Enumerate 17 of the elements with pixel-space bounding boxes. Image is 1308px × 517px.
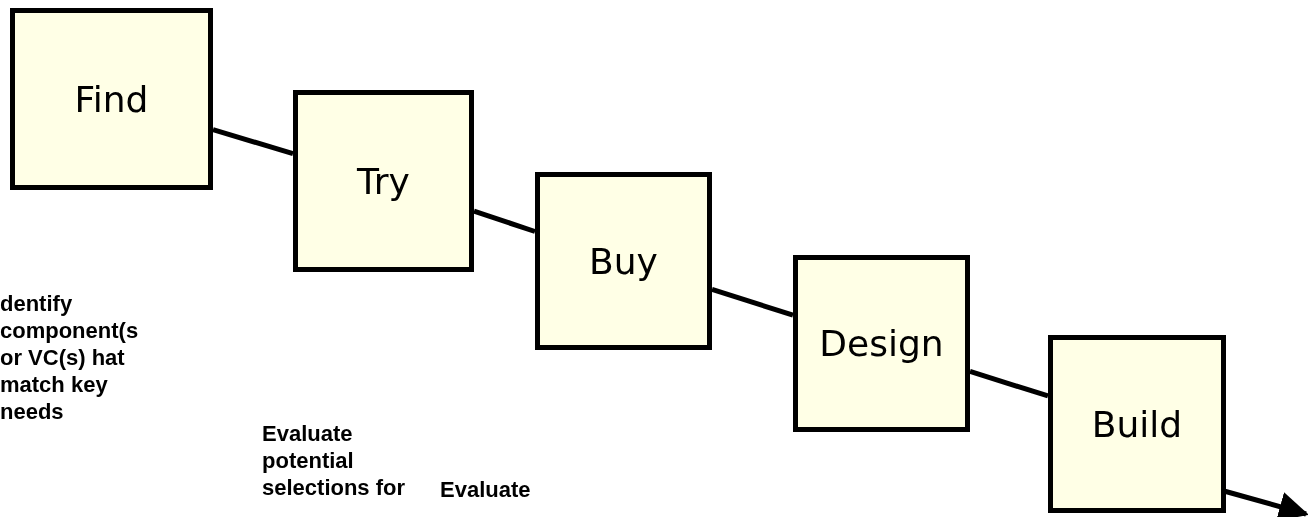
step-label: Buy [589, 240, 658, 282]
step-box [535, 172, 712, 350]
connector-line [969, 369, 1049, 399]
description-text: Evaluate potential selections for [262, 420, 407, 501]
step-box [793, 255, 970, 432]
step-box [293, 90, 474, 272]
connector-line [212, 127, 294, 157]
step-label: Design [819, 323, 944, 364]
connector-line [711, 286, 794, 318]
description-text: dentify component(s or VC(s) hat match key needs [0, 290, 140, 425]
description-text: Evaluate [440, 476, 532, 503]
step-box [1048, 335, 1226, 513]
step-label: Build [1091, 403, 1183, 445]
step-label: Try [357, 160, 410, 202]
step-label: Find [74, 78, 149, 120]
step-box [10, 8, 213, 190]
connector-line [473, 208, 536, 234]
